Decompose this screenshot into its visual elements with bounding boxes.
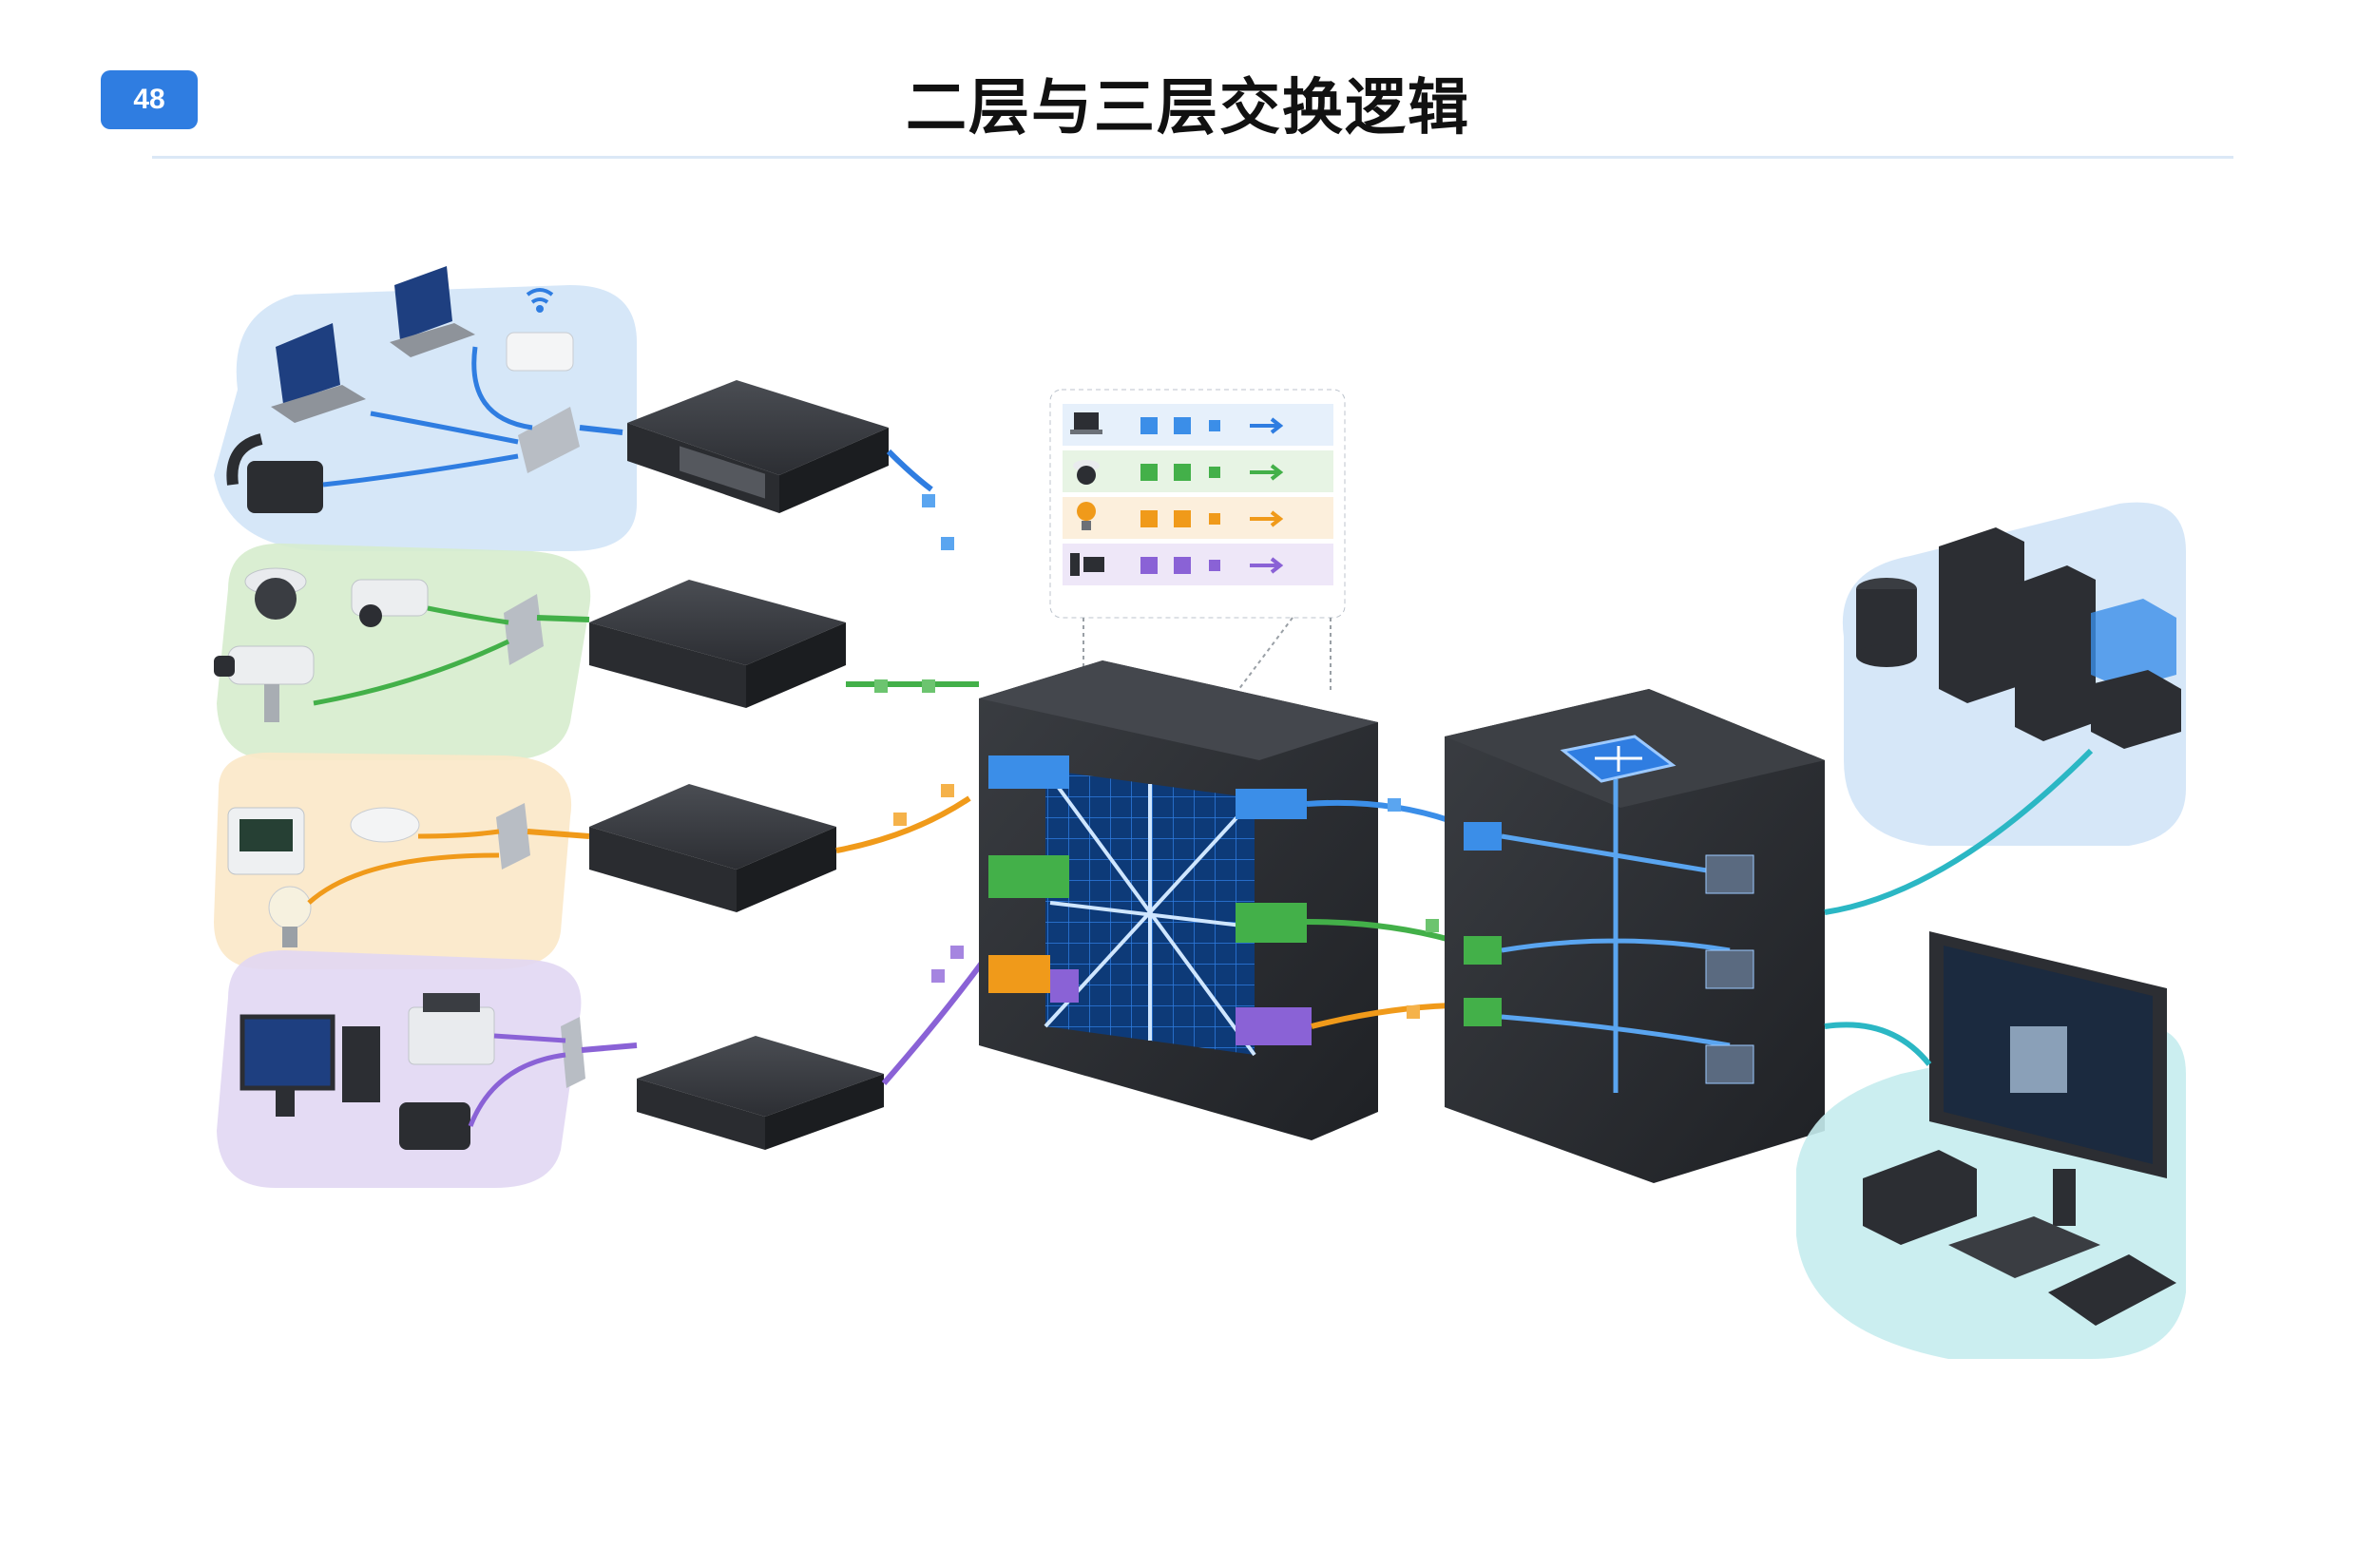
crossbar-matrix <box>1044 768 1256 1057</box>
server-rack-icon <box>2015 565 2096 741</box>
access-switch-2 <box>589 580 979 708</box>
laptop-icon <box>271 323 366 423</box>
access-switch-1 <box>627 380 933 513</box>
access-switch-4 <box>637 939 1001 1150</box>
arrow-right-icon <box>1250 510 1284 527</box>
monitor-dashboard-icon <box>1929 931 2167 1226</box>
arrow-right-icon <box>1250 557 1284 574</box>
core-l2-switch <box>979 660 1378 1140</box>
dome-camera-icon <box>244 567 307 620</box>
database-icon <box>1856 578 1917 667</box>
router-chip-icon <box>1560 735 1677 783</box>
page-title: 二层与三层交换逻辑 <box>906 73 1470 143</box>
l3-router-switch <box>1445 689 1825 1183</box>
port-block-orange <box>988 955 1050 993</box>
zone-cameras <box>214 543 591 760</box>
smoke-sensor-icon <box>350 807 420 843</box>
access-switch-3 <box>589 784 971 912</box>
laptop-icon <box>1070 412 1102 434</box>
mini-pc-icon <box>1863 1150 1977 1245</box>
ip-phone-icon <box>399 1102 470 1150</box>
zone-datacenter <box>1824 502 2186 915</box>
tablet-icon <box>2048 1254 2176 1326</box>
zone-management <box>1796 931 2186 1359</box>
printer-icon <box>408 993 495 1065</box>
desktop-pc-icon <box>1070 553 1104 576</box>
zone-desktop <box>217 950 638 1188</box>
laptop-icon <box>390 266 475 357</box>
legend-row-orange <box>1063 497 1333 539</box>
core-to-l3-links <box>1306 798 1456 1029</box>
page-number-badge: 48 <box>101 70 198 129</box>
port-block-purple <box>1050 969 1312 1045</box>
network-diagram <box>214 266 2186 1359</box>
arrow-right-icon <box>1250 464 1284 481</box>
arrow-right-icon <box>1250 417 1284 434</box>
zone-office <box>214 266 637 551</box>
light-bulb-icon <box>268 886 312 947</box>
zone-iot <box>214 752 590 969</box>
keyboard-icon <box>1948 1216 2100 1278</box>
port-block-blue <box>988 755 1307 819</box>
desktop-pc-icon <box>240 1014 380 1117</box>
link-markers <box>874 494 964 983</box>
bullet-camera-icon <box>351 579 429 627</box>
legend-row-green <box>1063 450 1333 492</box>
camera-icon <box>214 645 315 722</box>
ip-phone-icon <box>226 433 323 513</box>
title-divider <box>152 156 2233 159</box>
thermostat-icon <box>227 807 305 875</box>
wifi-ap-icon <box>506 288 574 372</box>
legend-row-blue <box>1063 404 1333 446</box>
cloud-storage-icon <box>2091 599 2181 749</box>
legend-row-purple <box>1063 544 1333 585</box>
light-bulb-icon <box>1077 502 1096 530</box>
port-block-green <box>988 855 1307 943</box>
camera-icon <box>1073 460 1100 485</box>
server-rack-icon <box>1939 527 2024 703</box>
vlan-mapping-table <box>1049 389 1346 695</box>
patch-panel <box>518 407 580 473</box>
